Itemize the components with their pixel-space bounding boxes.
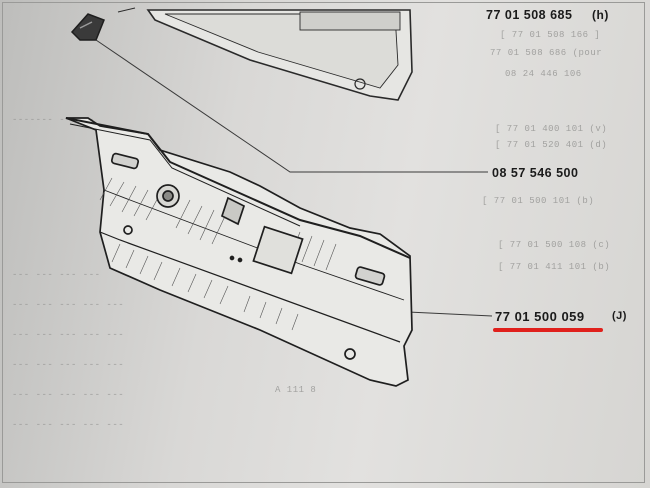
faded-text-line: A 111 8	[275, 385, 317, 395]
part-number-clip: 08 57 546 500	[492, 166, 579, 180]
leader-lines	[95, 39, 493, 317]
faded-text-line: [ 77 01 400 101 (v)	[495, 124, 608, 134]
faded-text-line: --- --- --- ---	[12, 270, 101, 280]
highlight-underline	[493, 328, 603, 332]
part-number-rear-panel-suffix: (J)	[612, 310, 627, 322]
rear-panel-drawing	[65, 117, 413, 387]
faded-text-line: --- --- --- --- ---	[12, 360, 125, 370]
faded-text-line: 08 24 446 106	[505, 69, 582, 79]
faded-text-line: [ 77 01 500 101 (b)	[482, 196, 595, 206]
part-number-top-suffix: (h)	[592, 8, 609, 22]
faded-text-line: [ 77 01 520 401 (d)	[495, 140, 608, 150]
faded-text-line: [ 77 01 500 108 (c)	[498, 240, 611, 250]
faded-text-line: 77 01 508 686 (pour	[490, 48, 603, 58]
faded-text-line: --- --- --- --- ---	[12, 420, 125, 430]
faded-text-line: --- --- --- --- ---	[12, 390, 125, 400]
page-border	[2, 2, 645, 483]
upper-panel-drawing	[117, 7, 413, 101]
faded-text-line: [ 77 01 411 101 (b)	[498, 262, 611, 272]
faded-text-line: --- --- --- --- ---	[12, 300, 125, 310]
clip-part-drawing	[70, 13, 105, 41]
part-number-rear-panel: 77 01 500 059	[495, 309, 585, 324]
faded-text-line: --- --- --- --- ---	[12, 330, 125, 340]
faded-text-line: [ 77 01 508 166 ]	[500, 30, 601, 40]
faded-text-line: ------- ------	[12, 115, 95, 125]
part-number-top: 77 01 508 685	[486, 8, 573, 22]
